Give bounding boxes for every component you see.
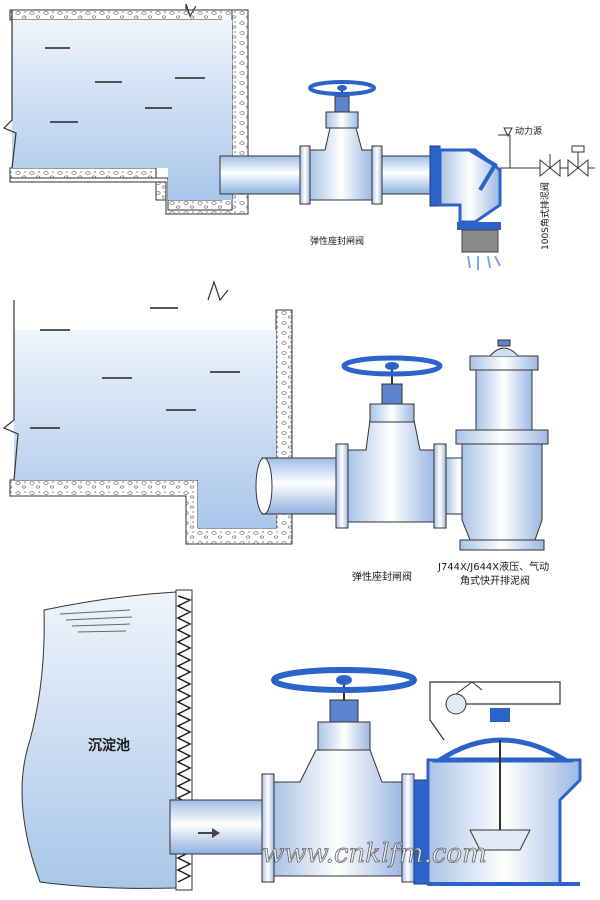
gate-valve-label: 弹性座封闸阀 <box>352 570 412 583</box>
gate-valve-body <box>309 127 373 201</box>
gate-valve-label: 弹性座封闸阀 <box>310 235 364 247</box>
tank-water <box>21 591 177 889</box>
power-source-label: 动力源 <box>515 125 542 137</box>
watermark: www.cnklfm.com <box>262 839 487 869</box>
model-line-2: 角式快开排泥阀 <box>460 574 530 587</box>
tank-water <box>14 330 276 528</box>
tank-water <box>12 20 232 200</box>
handwheel <box>271 667 417 693</box>
gate-valve-body <box>347 419 435 523</box>
panel-1: 动力源 弹性座封闸阀 100S角式排泥阀 <box>2 3 595 270</box>
quick-open-valve <box>461 443 543 541</box>
handwheel <box>308 80 376 96</box>
panel-2: J744X/J644X液压、气动 弹性座封闸阀 角式快开排泥阀 <box>2 280 549 587</box>
gate-valve-body <box>273 749 403 877</box>
model-line-1: J744X/J644X液压、气动 <box>437 560 549 573</box>
angle-valve-label: 100S角式排泥阀 <box>539 182 551 250</box>
flow-arrow <box>198 828 220 838</box>
panel-3: 沉淀池 www.cnklfm.com <box>21 589 582 891</box>
handwheel <box>341 355 443 377</box>
tank-label: 沉淀池 <box>88 737 130 754</box>
